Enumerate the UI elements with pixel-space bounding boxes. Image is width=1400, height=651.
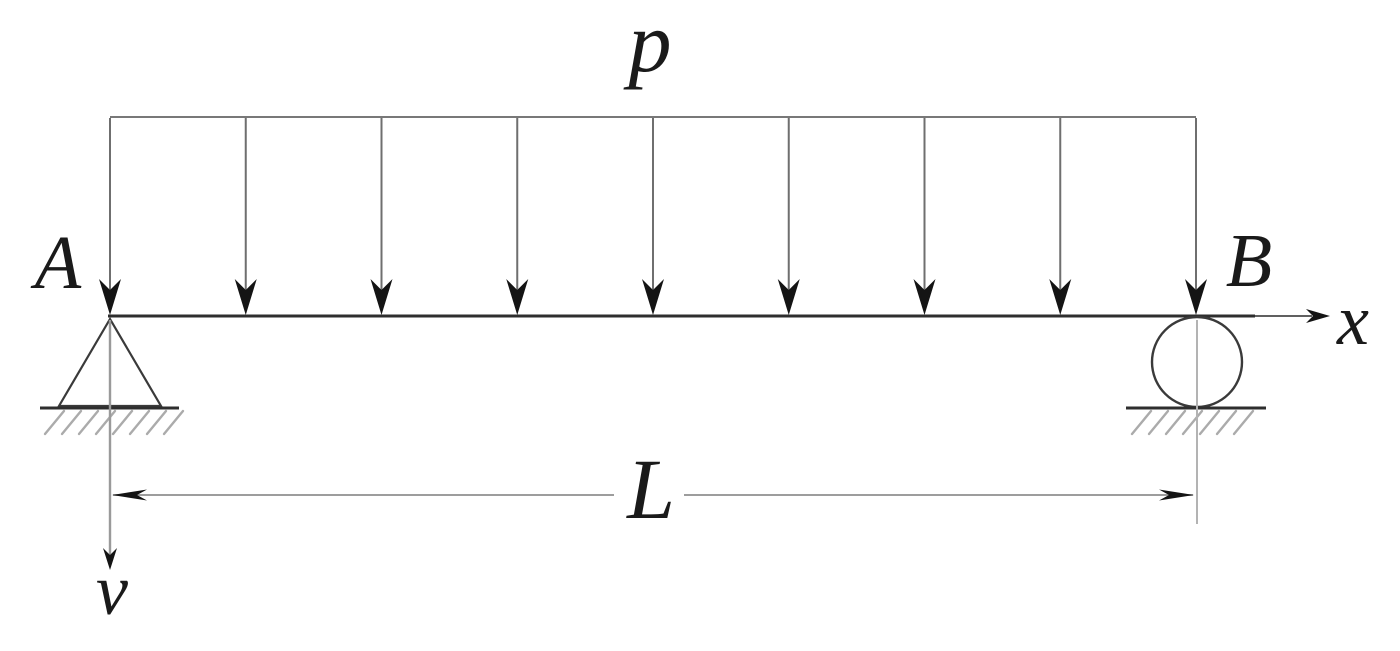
load-arrowhead-icon — [1049, 279, 1072, 315]
ground-hatch-left — [43, 409, 185, 436]
hatch-stroke — [77, 409, 100, 436]
label-v-axis: v — [96, 550, 128, 630]
v-axis-arrowhead-icon — [103, 548, 117, 570]
load-arrowhead-icon — [913, 279, 936, 315]
hatch-stroke — [162, 409, 185, 436]
label-support-b: B — [1225, 219, 1273, 303]
dimension-arrowhead-left-icon — [112, 489, 147, 501]
load-arrowhead-icon — [777, 279, 800, 315]
label-distributed-load: p — [628, 0, 672, 90]
hatch-stroke — [111, 409, 134, 436]
load-arrowhead-icon — [506, 279, 529, 315]
label-span-length: L — [627, 441, 675, 537]
span-dimension — [112, 489, 1194, 501]
hatch-stroke — [145, 409, 168, 436]
load-arrowhead-icon — [234, 279, 257, 315]
hatch-stroke — [94, 409, 117, 436]
load-arrowhead-icon — [99, 279, 121, 315]
hatch-stroke — [1164, 409, 1187, 436]
hatch-stroke — [1198, 409, 1221, 436]
hatch-stroke — [43, 409, 66, 436]
load-arrowhead-icon — [1185, 279, 1207, 315]
v-axis — [103, 320, 117, 570]
hatch-stroke — [1215, 409, 1238, 436]
load-arrowhead-icon — [642, 279, 664, 315]
distributed-load — [99, 116, 1207, 315]
hatch-stroke — [1147, 409, 1170, 436]
dimension-arrowhead-right-icon — [1159, 489, 1194, 501]
ground-hatch-right — [1130, 409, 1255, 436]
pin-support-a — [40, 316, 185, 436]
hatch-stroke — [1130, 409, 1153, 436]
hatch-stroke — [1181, 409, 1204, 436]
hatch-stroke — [1232, 409, 1255, 436]
load-arrowhead-icon — [370, 279, 393, 315]
load-arrows — [99, 118, 1207, 315]
label-x-axis: x — [1337, 280, 1369, 360]
hatch-stroke — [60, 409, 83, 436]
x-axis-arrowhead-icon — [1306, 309, 1330, 323]
beam — [108, 309, 1330, 323]
hatch-stroke — [128, 409, 151, 436]
label-support-a: A — [34, 221, 82, 305]
